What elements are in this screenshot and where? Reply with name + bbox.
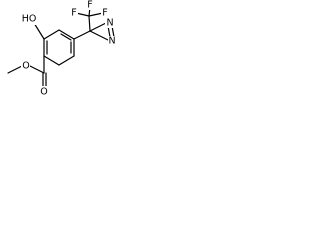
chemical-structure: HO O O F F F N N <box>7 0 117 98</box>
ring-double-bond-a <box>60 33 72 41</box>
diazirine-to-cf3-bond <box>88 15 91 32</box>
diazirine-nitrogen-bottom-label: N <box>108 36 115 47</box>
ring-bond-4 <box>58 55 75 66</box>
hydroxyl-label-bg <box>22 14 37 25</box>
fluorine-top-label: F <box>87 0 92 11</box>
cf-bond-right <box>88 12 104 17</box>
diazirine-nitrogen-bottom-label-bg <box>108 36 117 46</box>
trifluoromethyl-group <box>75 6 104 32</box>
diazirine-cn-bond-2 <box>89 30 109 41</box>
ester-oxygen-bond <box>29 65 45 74</box>
fluorine-left-label: F <box>71 8 76 19</box>
ester-oxygen-label-bg <box>21 61 30 71</box>
ring-bond-2 <box>58 29 75 40</box>
ring-bond-5 <box>43 55 60 66</box>
ester-group <box>7 55 47 90</box>
cf-bond-left <box>75 12 90 17</box>
fluorine-top-label-bg <box>86 0 94 10</box>
hydroxyl-label: HO <box>22 14 37 25</box>
ester-oxygen-label: O <box>22 61 29 72</box>
fluorine-right-label-bg <box>101 8 109 18</box>
diazirine-cn-bond-1 <box>89 22 107 32</box>
ring-bond-1 <box>43 29 60 40</box>
benzene-ring <box>43 29 75 66</box>
ring-to-diazirine-bond <box>73 30 91 40</box>
carbonyl-oxygen-label-bg <box>39 86 48 96</box>
fluorine-right-label: F <box>102 8 107 19</box>
diazirine-nitrogen-top-label-bg <box>105 18 114 28</box>
methyl-bond <box>7 65 23 74</box>
carbonyl-oxygen-label: O <box>40 87 47 98</box>
hydroxyl-bond <box>33 22 45 40</box>
diazirine-nitrogen-top-label: N <box>106 18 113 29</box>
fluorine-left-label-bg <box>70 8 78 18</box>
atom-labels: HO O O F F F N N <box>21 0 117 98</box>
